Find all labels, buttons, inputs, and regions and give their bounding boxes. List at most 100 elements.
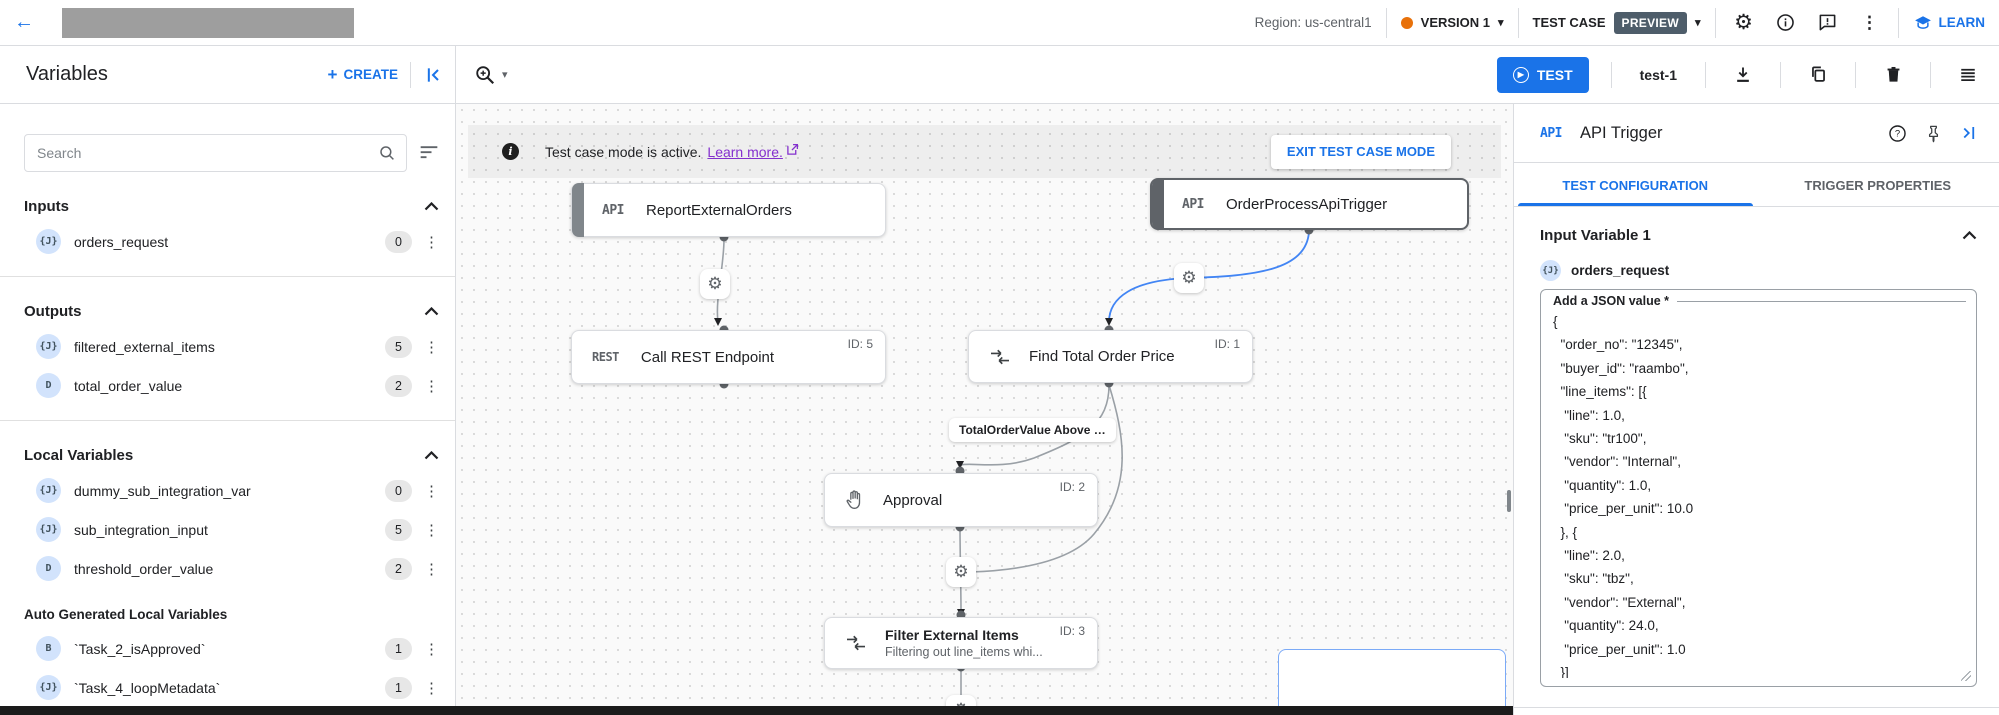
variable-name: dummy_sub_integration_var — [74, 482, 251, 499]
node-subtitle: Filtering out line_items whi... — [885, 645, 1043, 659]
search-input[interactable] — [37, 145, 378, 161]
node-find-total-order-price[interactable]: Find Total Order Price ID: 1 — [968, 330, 1253, 383]
chevron-down-icon: ▾ — [1498, 17, 1504, 29]
variable-name: orders_request — [1571, 263, 1670, 278]
section-label: Outputs — [24, 303, 82, 320]
row-menu-icon[interactable]: ⋮ — [424, 640, 439, 658]
pin-icon[interactable] — [1925, 124, 1942, 143]
search-box[interactable] — [24, 134, 407, 172]
row-menu-icon[interactable]: ⋮ — [424, 338, 439, 356]
resize-handle[interactable] — [1961, 671, 1971, 681]
tab-trigger-properties[interactable]: TRIGGER PROPERTIES — [1804, 178, 1952, 193]
row-menu-icon[interactable]: ⋮ — [424, 482, 439, 500]
plus-icon: + — [327, 64, 338, 84]
edge-config-gear-icon[interactable]: ⚙ — [1174, 263, 1204, 293]
node-approval[interactable]: Approval ID: 2 — [824, 473, 1098, 527]
back-arrow-icon[interactable]: ← — [14, 11, 34, 33]
variable-row[interactable]: {J} orders_request 0 ⋮ — [24, 229, 439, 254]
json-type-icon: {J} — [36, 478, 61, 503]
usage-count-badge: 0 — [385, 479, 412, 502]
test-case-selector[interactable]: TEST CASE PREVIEW ▾ — [1533, 11, 1701, 34]
feedback-icon[interactable] — [1814, 9, 1842, 37]
row-menu-icon[interactable]: ⋮ — [424, 521, 439, 539]
input-variable-section-title: Input Variable 1 — [1540, 227, 1651, 244]
data-mapping-icon — [845, 634, 867, 652]
json-type-icon: {J} — [36, 517, 61, 542]
variable-name: threshold_order_value — [74, 560, 214, 577]
zoom-control[interactable]: ▾ — [456, 64, 526, 86]
edge-config-gear-icon[interactable]: ⚙ — [700, 269, 730, 299]
create-variable-button[interactable]: + CREATE — [328, 65, 398, 85]
version-label: VERSION 1 — [1420, 15, 1491, 30]
settings-gear-icon[interactable]: ⚙ — [1734, 11, 1753, 34]
panel-tabs: TEST CONFIGURATION TRIGGER PROPERTIES — [1514, 163, 1999, 207]
node-order-process-api-trigger[interactable]: API OrderProcessApiTrigger — [1150, 178, 1469, 230]
exit-test-case-mode-button[interactable]: EXIT TEST CASE MODE — [1270, 134, 1451, 169]
api-trigger-panel: API API Trigger ? TEST CONFIGURATION TRI… — [1513, 104, 1999, 715]
region-label: Region: us-central1 — [1254, 15, 1372, 30]
variable-row[interactable]: {J} filtered_external_items 5 ⋮ — [24, 334, 439, 359]
node-title: Call REST Endpoint — [640, 348, 775, 366]
canvas-scrollbar[interactable] — [1507, 490, 1511, 512]
row-menu-icon[interactable]: ⋮ — [424, 233, 439, 251]
json-type-icon: {J} — [1540, 260, 1561, 281]
divider — [410, 61, 411, 88]
version-selector[interactable]: VERSION 1 ▾ — [1400, 15, 1504, 30]
variable-name: filtered_external_items — [74, 338, 215, 355]
variable-row[interactable]: D total_order_value 2 ⋮ — [24, 373, 439, 398]
row-menu-icon[interactable]: ⋮ — [424, 560, 439, 578]
node-accent-bar — [1152, 179, 1164, 229]
variable-name: orders_request — [74, 233, 169, 250]
tab-test-configuration[interactable]: TEST CONFIGURATION — [1514, 163, 1757, 206]
usage-count-badge: 1 — [385, 676, 412, 699]
create-label: CREATE — [343, 67, 398, 82]
json-value-input[interactable]: { "order_no": "12345", "buyer_id": "raam… — [1553, 314, 1694, 678]
external-link-icon — [786, 143, 799, 161]
divider — [1714, 7, 1716, 38]
sort-icon[interactable] — [419, 145, 439, 161]
node-title: OrderProcessApiTrigger — [1225, 195, 1388, 213]
close-panel-icon[interactable] — [1960, 124, 1979, 142]
download-icon[interactable] — [1728, 60, 1758, 90]
node-filter-external-items[interactable]: Filter External Items Filtering out line… — [824, 617, 1098, 669]
copy-icon[interactable] — [1803, 60, 1833, 90]
panel-variable-row: {J} orders_request — [1540, 260, 1977, 281]
variable-name: `Task_2_isApproved` — [74, 640, 206, 657]
info-icon[interactable] — [1772, 9, 1800, 37]
more-options-icon[interactable]: ⋮ — [1861, 12, 1878, 32]
variable-row[interactable]: {J} sub_integration_input 5 ⋮ — [24, 517, 439, 542]
learn-more-link[interactable]: Learn more. — [707, 143, 783, 160]
chevron-up-icon[interactable] — [424, 451, 439, 460]
chevron-up-icon[interactable] — [424, 202, 439, 211]
log-list-icon[interactable] — [1953, 60, 1983, 90]
chevron-up-icon[interactable] — [424, 307, 439, 316]
row-menu-icon[interactable]: ⋮ — [424, 377, 439, 395]
integration-canvas[interactable]: i Test case mode is active. Learn more. … — [456, 104, 1513, 715]
section-local-variables: Local Variables — [24, 447, 439, 464]
edge-config-gear-icon[interactable]: ⚙ — [946, 557, 976, 587]
test-button[interactable]: ▶ TEST — [1496, 56, 1589, 93]
row-menu-icon[interactable]: ⋮ — [424, 679, 439, 697]
variable-row[interactable]: {J} dummy_sub_integration_var 0 ⋮ — [24, 478, 439, 503]
delete-icon[interactable] — [1878, 60, 1908, 90]
data-mapping-icon — [989, 348, 1011, 366]
top-bar: ← Region: us-central1 VERSION 1 ▾ TEST C… — [0, 0, 1999, 46]
rest-task-icon: REST — [592, 350, 619, 364]
chevron-up-icon[interactable] — [1962, 231, 1977, 240]
variable-row[interactable]: D threshold_order_value 2 ⋮ — [24, 556, 439, 581]
edge-condition-label[interactable]: TotalOrderValue Above … — [949, 418, 1116, 442]
api-trigger-icon: API — [602, 202, 624, 218]
double-type-icon: D — [36, 556, 61, 581]
panel-title: API Trigger — [1579, 123, 1663, 142]
variable-row[interactable]: B `Task_2_isApproved` 1 ⋮ — [24, 636, 439, 661]
node-call-rest-endpoint[interactable]: REST Call REST Endpoint ID: 5 — [571, 330, 886, 384]
learn-button[interactable]: LEARN — [1913, 14, 1985, 32]
variable-row[interactable]: {J} `Task_4_loopMetadata` 1 ⋮ — [24, 675, 439, 700]
node-id-label: ID: 3 — [1059, 624, 1085, 638]
variable-name: sub_integration_input — [74, 521, 208, 538]
help-icon[interactable]: ? — [1888, 124, 1907, 143]
collapse-panel-icon[interactable] — [423, 65, 443, 85]
json-value-field[interactable]: Add a JSON value * { "order_no": "12345"… — [1540, 289, 1977, 687]
node-report-external-orders[interactable]: API ReportExternalOrders — [571, 183, 886, 237]
graduation-cap-icon — [1914, 15, 1931, 29]
